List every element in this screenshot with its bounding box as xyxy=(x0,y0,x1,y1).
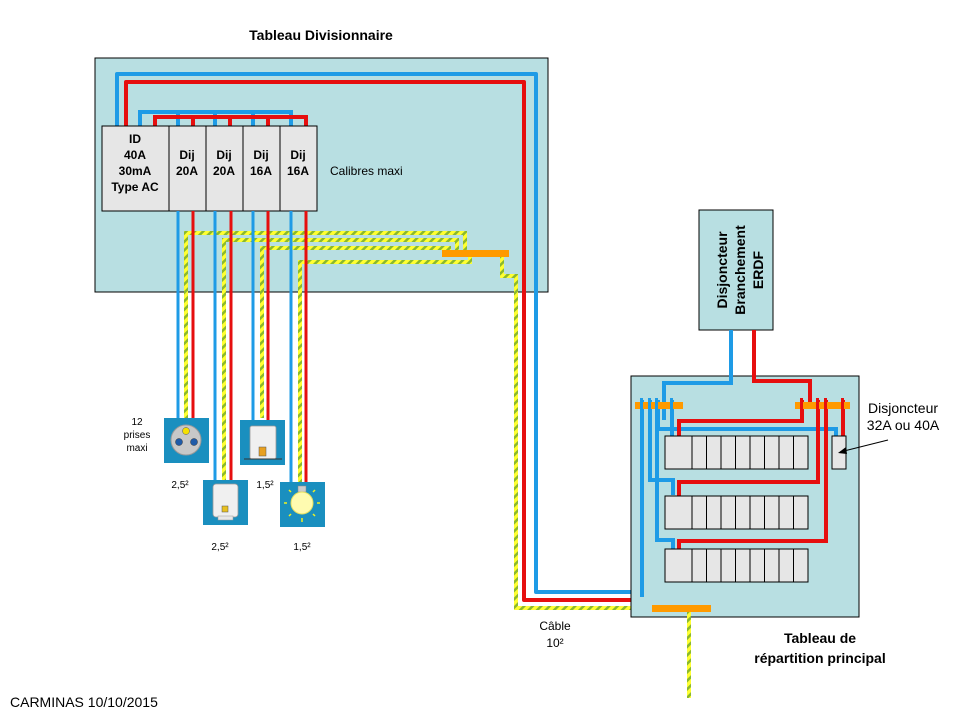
arrow-head-icon xyxy=(838,447,847,454)
calibres-note: Calibres maxi xyxy=(330,164,403,178)
cable-label-1: Câble xyxy=(539,619,571,633)
erdf-phase-wire xyxy=(752,330,812,405)
neutral-bus-ticks xyxy=(640,398,673,412)
breaker-module xyxy=(764,435,780,470)
breaker-2-rating: 20A xyxy=(213,164,235,178)
light-bulb-icon xyxy=(290,491,314,515)
cable-label-2: 10² xyxy=(546,636,563,650)
cooker-section: 1,5² xyxy=(256,480,274,491)
light-section: 1,5² xyxy=(293,542,311,553)
breaker-module xyxy=(706,435,722,470)
water-heater-device xyxy=(203,480,248,525)
earth-wire-2 xyxy=(222,238,459,480)
breaker-module xyxy=(706,495,722,530)
divisional-panel-title: Tableau Divisionnaire xyxy=(249,27,393,43)
main-panel-breaker-rows xyxy=(664,435,809,583)
neutral-bus-bar xyxy=(635,402,683,409)
phase-bus-bar xyxy=(795,402,850,409)
breaker-2-label: Dij xyxy=(216,148,231,162)
phase-bus-ticks xyxy=(800,398,844,412)
erdf-neutral-wire xyxy=(662,330,733,420)
id-breaker: ID 40A 30mA Type AC xyxy=(101,125,170,212)
breaker-module xyxy=(691,548,707,583)
breaker-module xyxy=(706,548,722,583)
id-breaker-rating: 40A xyxy=(124,148,146,162)
internal-bus-wires xyxy=(138,110,308,128)
neutral-to-feed-breaker xyxy=(656,400,838,438)
water-heater-section: 2,5² xyxy=(211,542,229,553)
erdf-line1: Disjoncteur xyxy=(714,231,730,309)
id-breaker-sensitivity: 30mA xyxy=(119,164,152,178)
breaker-1: Dij 20A xyxy=(168,125,207,212)
bus-neutral-wire xyxy=(138,110,293,128)
breaker-module xyxy=(749,435,765,470)
footer-credit: CARMINAS 10/10/2015 xyxy=(10,694,158,710)
breaker-4: Dij 16A xyxy=(279,125,318,212)
neutral-dist-row3 xyxy=(655,400,675,552)
main-panel-title-2: répartition principal xyxy=(754,650,885,666)
main-panel-title-1: Tableau de xyxy=(784,630,856,646)
earth-wires-divisional xyxy=(184,231,660,610)
phase-dist-row3 xyxy=(677,400,828,552)
erdf-line3: ERDF xyxy=(750,251,766,290)
breaker-module xyxy=(720,495,736,530)
erdf-breaker: Disjoncteur Branchement ERDF xyxy=(698,209,774,331)
breaker-4-label: Dij xyxy=(290,148,305,162)
erdf-line2: Branchement xyxy=(732,225,748,315)
feed-breaker-label-1: Disjoncteur xyxy=(868,400,938,416)
breaker-1-rating: 20A xyxy=(176,164,198,178)
breaker-module xyxy=(764,548,780,583)
socket-limit-line1: 12 xyxy=(131,417,143,428)
socket-limit-line3: maxi xyxy=(126,443,147,454)
socket-section: 2,5² xyxy=(171,480,189,491)
breaker-module xyxy=(778,435,794,470)
breaker-module xyxy=(720,435,736,470)
breaker-module xyxy=(691,495,707,530)
breaker-module xyxy=(749,495,765,530)
breaker-module xyxy=(793,548,809,583)
earth-wire-main xyxy=(500,250,660,610)
main-panel-wires xyxy=(640,330,845,597)
socket-limit-line2: prises xyxy=(124,430,151,441)
breaker-module xyxy=(764,495,780,530)
breaker-2: Dij 20A xyxy=(205,125,244,212)
breaker-module xyxy=(793,495,809,530)
breaker-module xyxy=(778,495,794,530)
bus-phase-wire xyxy=(153,115,308,128)
breaker-3: Dij 16A xyxy=(242,125,281,212)
neutral-dist-row2 xyxy=(648,400,675,495)
feed-breaker-label-2: 32A ou 40A xyxy=(867,417,940,433)
breaker-module xyxy=(735,435,751,470)
socket-icon xyxy=(170,424,202,456)
breaker-3-rating: 16A xyxy=(250,164,272,178)
breaker-module xyxy=(749,548,765,583)
light-device xyxy=(280,482,325,527)
phase-dist-row2 xyxy=(677,400,820,496)
breaker-module xyxy=(664,435,693,470)
breaker-4-rating: 16A xyxy=(287,164,309,178)
breaker-module xyxy=(735,548,751,583)
breaker-module xyxy=(793,435,809,470)
breaker-module xyxy=(778,548,794,583)
breaker-module xyxy=(664,495,693,530)
earth-wire-1 xyxy=(184,231,467,418)
cooker-device xyxy=(240,420,285,465)
earth-bar-main xyxy=(652,605,711,612)
socket-outlet-device xyxy=(164,418,209,463)
breaker-1-label: Dij xyxy=(179,148,194,162)
id-breaker-type: Type AC xyxy=(111,180,159,194)
earth-bar-divisional xyxy=(442,250,509,257)
breaker-module xyxy=(735,495,751,530)
id-breaker-label: ID xyxy=(129,132,141,146)
feed-breaker-arrow xyxy=(839,439,889,453)
breaker-module xyxy=(664,548,693,583)
breaker-3-label: Dij xyxy=(253,148,268,162)
circuit-wires xyxy=(176,211,308,482)
breaker-module xyxy=(720,548,736,583)
breaker-module xyxy=(691,435,707,470)
